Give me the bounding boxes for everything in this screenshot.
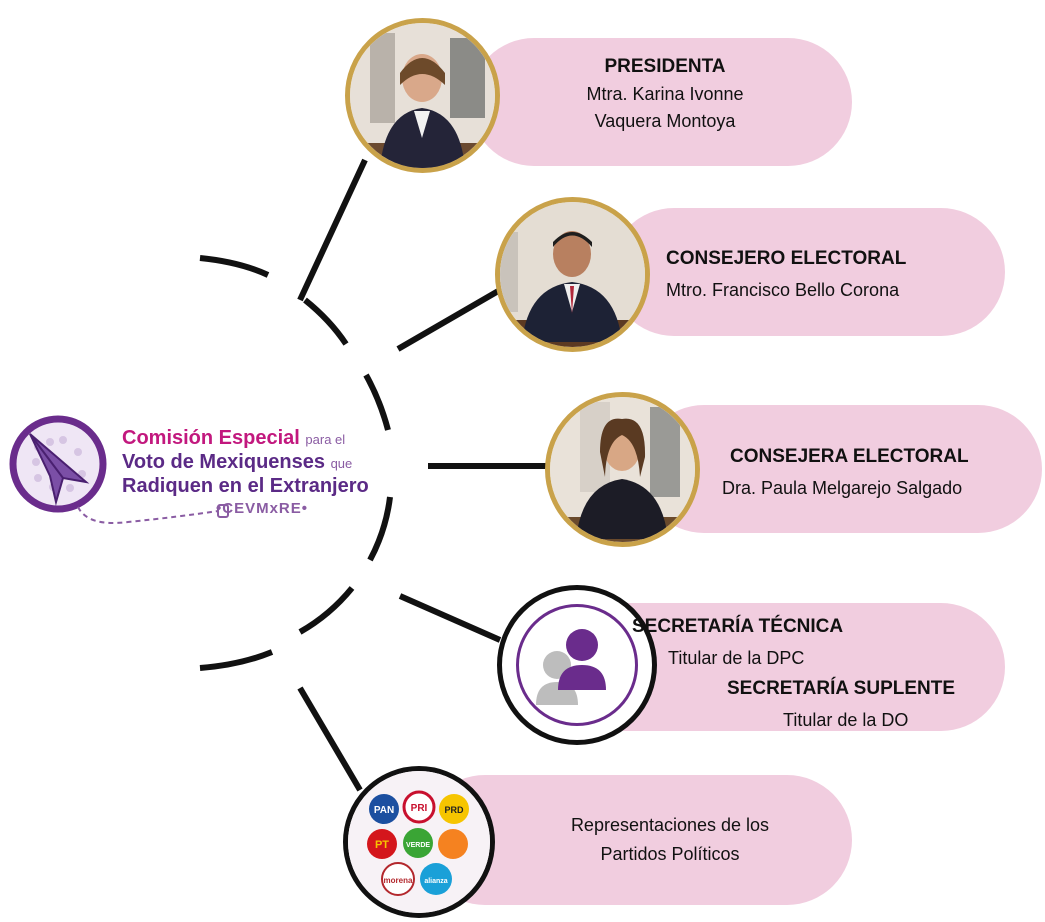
logo-acronym: •CEVMxRE•: [216, 500, 309, 517]
role-secretaria-tecnica: SECRETARÍA TÉCNICA: [632, 616, 844, 637]
svg-text:alianza: alianza: [424, 878, 447, 885]
dashed-trail-icon: [77, 504, 229, 524]
name-secretaria-tecnica: Titular de la DPC: [668, 648, 805, 668]
paper-plane-badge-icon: [9, 415, 107, 513]
name-consejero: Mtro. Francisco Bello Corona: [666, 280, 900, 300]
spoke-secretaria: [398, 593, 502, 643]
name-presidenta-line2: Vaquera Montoya: [594, 111, 736, 131]
logo-line2-small: que: [330, 456, 353, 471]
logo-line3: Radiquen en el Extranjero: [122, 475, 369, 497]
party-logos-icon: PAN PRI PRD PT VERDE morena alianza: [348, 771, 490, 913]
svg-text:PRI: PRI: [411, 803, 428, 814]
users-icon: [536, 629, 606, 705]
svg-text:PAN: PAN: [374, 805, 394, 816]
logo-line1-small: para el: [305, 432, 346, 447]
person-portrait-icon: [500, 202, 645, 347]
arc-segment: [298, 586, 355, 635]
spoke-presidenta: [297, 158, 368, 302]
parties-line2: Partidos Políticos: [600, 844, 740, 864]
role-secretaria-suplente: SECRETARÍA SUPLENTE: [727, 678, 956, 699]
spoke-consejero: [396, 287, 502, 352]
photo-consejero: [495, 197, 650, 352]
member-card-consejero: [610, 208, 1005, 336]
member-card-consejera: [640, 405, 1042, 533]
arc-segment: [363, 373, 391, 431]
member-card-presidenta: [470, 38, 852, 166]
svg-text:morena: morena: [384, 876, 413, 885]
photo-consejera: [545, 392, 700, 547]
name-presidenta-line1: Mtra. Karina Ivonne: [586, 84, 744, 104]
role-consejera: CONSEJERA ELECTORAL: [730, 446, 969, 467]
parties-circle: PAN PRI PRD PT VERDE morena alianza: [343, 766, 495, 918]
arc-segment: [199, 255, 270, 278]
photo-presidenta: [345, 18, 500, 173]
name-secretaria-suplente: Titular de la DO: [783, 710, 909, 730]
person-portrait-icon: [350, 23, 495, 168]
arc-segment: [367, 496, 393, 562]
svg-text:PRD: PRD: [444, 805, 464, 815]
person-portrait-icon: [550, 397, 695, 542]
role-consejero: CONSEJERO ELECTORAL: [666, 248, 907, 269]
role-presidenta: PRESIDENTA: [604, 56, 726, 77]
icon-circle-secretaria: [497, 585, 657, 745]
svg-text:PT: PT: [375, 839, 389, 851]
svg-text:VERDE: VERDE: [406, 842, 430, 849]
name-consejera: Dra. Paula Melgarejo Salgado: [722, 478, 963, 498]
arc-segment: [303, 297, 349, 346]
arc-segment: [199, 649, 274, 671]
commission-logo: Comisión Especial para el Voto de Mexiqu…: [8, 412, 408, 532]
parties-line1: Representaciones de los: [570, 815, 770, 835]
logo-line2: Voto de Mexiquenses: [122, 451, 326, 473]
spoke-partidos: [297, 686, 363, 792]
logo-line1: Comisión Especial: [122, 427, 300, 449]
